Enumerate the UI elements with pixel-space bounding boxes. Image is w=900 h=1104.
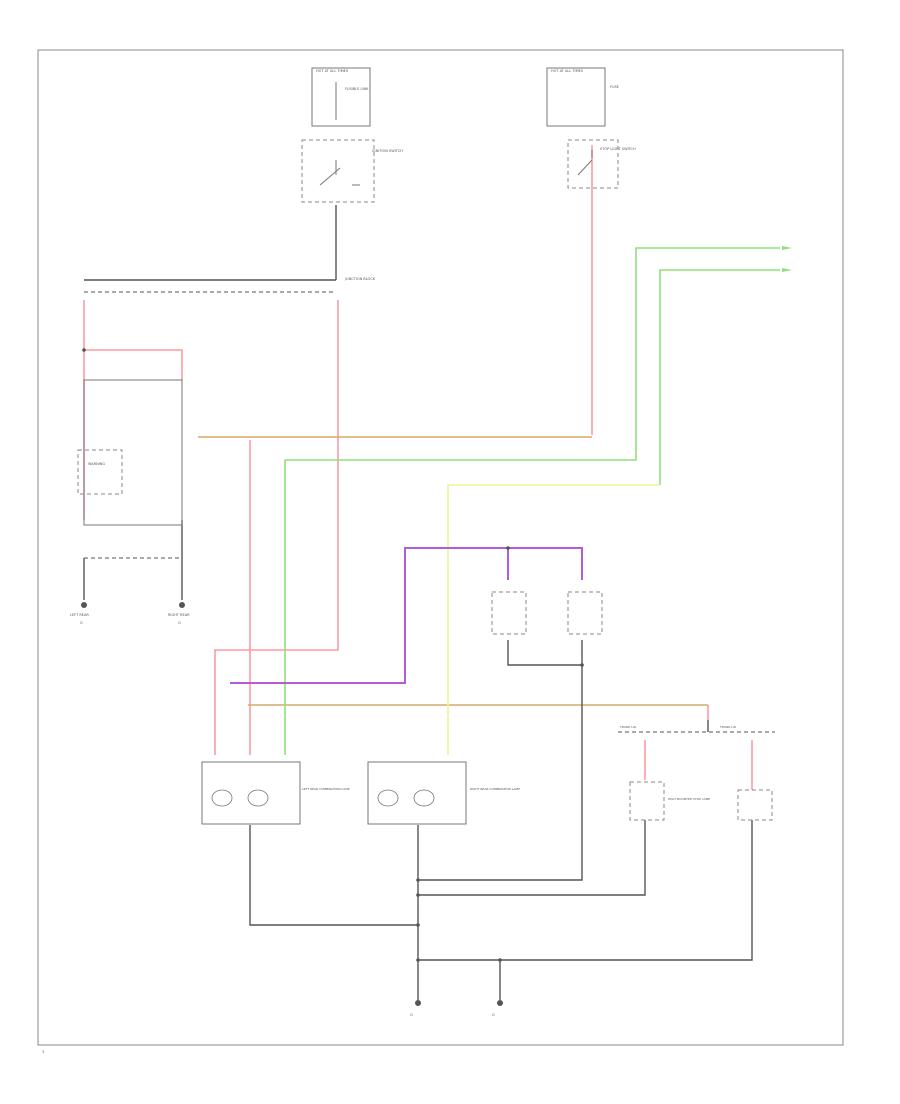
left-rear-label: LEFT REAR [70, 613, 89, 617]
trunk-left-label: TRUNK LID [619, 725, 637, 729]
fuse-left-label: FUSIBLE LINK [345, 87, 369, 91]
hot-at-all-times-right: HOT AT ALL TIMES [551, 69, 584, 73]
right-combo-label: RIGHT REAR COMBINATION LAMP [470, 787, 520, 791]
ignition-switch-symbol [319, 160, 360, 186]
orange-wires [198, 436, 708, 706]
purple-wires [230, 547, 583, 684]
black-wire-hm-left-gnd [418, 820, 646, 896]
red-wires [83, 145, 753, 790]
ignition-switch-box [301, 139, 375, 203]
diagram-frame [37, 49, 844, 1046]
ground-right-rear-icon [179, 602, 185, 608]
high-mount-lamp-right [737, 789, 773, 821]
ground-right-label: G [492, 1013, 495, 1017]
left-combo-lamp [201, 761, 301, 825]
corner-tag: 3 [42, 1050, 44, 1054]
relay-box-1 [491, 591, 527, 635]
ignition-switch-label: IGNITION SWITCH [372, 149, 403, 153]
relay-box-2 [567, 591, 603, 635]
black-wire-combo-left [507, 640, 582, 666]
trunk-right-label: TRUNK LID [719, 725, 737, 729]
black-wire-lamp-left-gnd [249, 825, 418, 926]
fuse-right-label: FUSE [610, 85, 619, 89]
black-wires [83, 205, 775, 1000]
green-wire-upper [284, 247, 780, 755]
high-mount-lamp-left [629, 781, 665, 821]
warning-inner [77, 449, 123, 495]
stop-light-switch-box [567, 139, 619, 189]
right-rear-label: RIGHT REAR [168, 613, 190, 617]
ground-left-rear-icon [81, 602, 87, 608]
ground-left-rear-num: G [80, 621, 83, 625]
yellow-wires [447, 484, 660, 755]
stop-light-switch-label: STOP LIGHT SWITCH [600, 147, 636, 151]
fuse-box-right [546, 67, 606, 127]
right-combo-bulb-2 [413, 789, 435, 807]
high-mount-label: HIGH MOUNTED STOP LAMP [668, 797, 710, 801]
fuse-box-left [311, 67, 371, 127]
left-combo-bulb-2 [247, 789, 269, 807]
ground-center-label: G [410, 1013, 413, 1017]
warning-label: WARNING [88, 462, 105, 466]
yellow-wire [447, 484, 660, 755]
right-combo-bulb-1 [377, 789, 399, 807]
green-wire-lower [659, 269, 780, 485]
green-arrow-lower [782, 268, 792, 272]
green-wires [284, 247, 780, 755]
hot-at-all-times-left: HOT AT ALL TIMES [316, 69, 349, 73]
green-arrow-upper [782, 246, 792, 250]
left-combo-label: LEFT REAR COMBINATION LAMP [302, 787, 350, 791]
junction-dots [82, 348, 584, 962]
purple-wire [230, 547, 583, 684]
black-wire-hm-ground [418, 640, 583, 881]
red-wire-left-to-rear [84, 349, 183, 380]
warning-module [83, 379, 183, 526]
ground-right-rear-num: G [178, 621, 181, 625]
stop-light-switch-symbol [577, 150, 593, 176]
right-combo-lamp [367, 761, 467, 825]
junction-label: JUNCTION BLOCK [344, 277, 376, 281]
left-combo-bulb-1 [211, 789, 233, 807]
red-wire-cross [214, 300, 339, 755]
ground-right-icon [497, 1000, 503, 1006]
ground-center-icon [415, 1000, 421, 1006]
black-wire-hm-right-gnd [418, 820, 753, 961]
